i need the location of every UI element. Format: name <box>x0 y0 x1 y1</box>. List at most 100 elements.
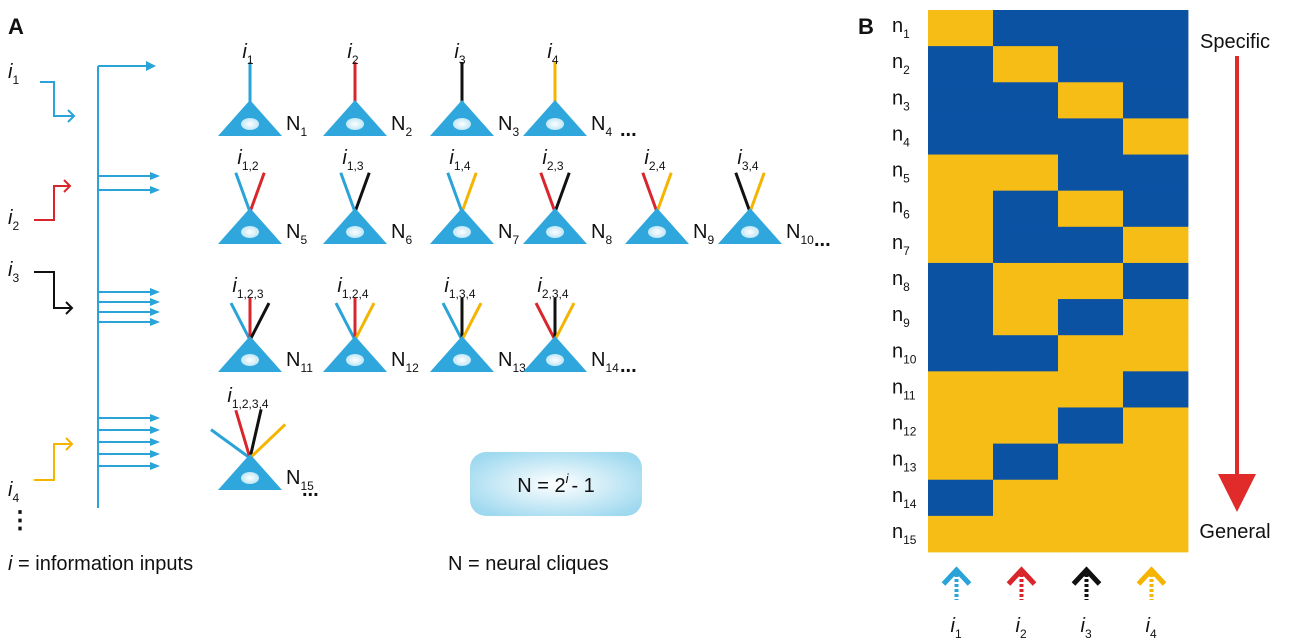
neuron-name: N6 <box>391 221 412 247</box>
input-arrow-2 <box>34 179 72 221</box>
neuron-name-sub: 6 <box>405 233 412 247</box>
heatmap-cell <box>993 407 1059 444</box>
neuron-nucleus <box>346 118 364 130</box>
row-label-n3-sub: 3 <box>903 99 910 113</box>
row-label-n6-sub: 6 <box>903 208 910 222</box>
neuron-nucleus <box>453 118 471 130</box>
neuron-name: N8 <box>591 221 612 247</box>
row-label-n8: n8 <box>892 268 910 294</box>
dendrite <box>641 172 659 213</box>
heatmap-cell <box>928 262 994 300</box>
heatmap-cell <box>1123 118 1189 155</box>
neuron-input-label-main: i <box>547 41 552 63</box>
neuron-input-label: i4 <box>547 41 558 67</box>
neuron-input-label-main: i <box>644 147 649 169</box>
neuron-nucleus <box>241 354 259 366</box>
neuron-name-sub: 8 <box>605 233 612 247</box>
neuron-name-sub: 7 <box>512 233 519 247</box>
column-arrow-1 <box>941 566 972 600</box>
neuron-name: N12 <box>391 349 419 375</box>
neuron-grid: i1N1i2N2i3N3i4N4i1,2N5i1,3N6i1,4N7i2,3N8… <box>210 41 814 493</box>
heatmap-cell <box>928 118 994 155</box>
heatmap-cell <box>928 299 994 336</box>
neuron-input-label-sub: 3,4 <box>742 159 759 173</box>
neuron-name: N2 <box>391 113 412 139</box>
neuron-input-label: i1,3,4 <box>444 275 475 301</box>
row-label-n8-main: n <box>892 268 903 290</box>
neuron-nucleus <box>648 226 666 238</box>
column-label-2: i2 <box>1016 615 1027 641</box>
row-label-n8-sub: 8 <box>903 280 910 294</box>
neuron-input-label: i2,3,4 <box>537 275 568 301</box>
neuron-input-label: i2,4 <box>644 147 665 173</box>
heatmap-cell <box>993 443 1059 481</box>
neuron-name-sub: 14 <box>605 361 619 375</box>
dendrite <box>248 302 271 341</box>
heatmap-cell <box>1058 335 1124 372</box>
formula-rhs: - 1 <box>571 475 594 497</box>
input-label-1-main: i <box>8 61 13 83</box>
row-label-n2-main: n <box>892 51 903 73</box>
heatmap-cell <box>1058 10 1124 47</box>
neuron-N6: i1,3N6 <box>323 147 412 247</box>
row-ellipsis: ... <box>620 119 637 141</box>
row-label-n9: n9 <box>892 304 910 330</box>
dendrite <box>334 302 357 341</box>
heatmap-cell <box>993 190 1059 228</box>
dendrite <box>539 172 557 213</box>
neuron-input-label-sub: 1,2,3,4 <box>232 397 269 411</box>
neuron-name-main: N <box>391 349 405 371</box>
neuron-name-sub: 5 <box>300 233 307 247</box>
neuron-name-main: N <box>286 467 300 489</box>
dendrite <box>248 423 287 460</box>
heatmap-cell <box>1123 46 1189 83</box>
input-label-3-main: i <box>8 259 13 281</box>
formula-box <box>470 452 642 516</box>
row-label-n9-main: n <box>892 304 903 326</box>
heatmap-cell <box>1123 226 1189 264</box>
row-label-n1-main: n <box>892 15 903 37</box>
neuron-input-label-main: i <box>347 41 352 63</box>
neuron-input-label: i1,2,4 <box>337 275 368 301</box>
row-label-n12-main: n <box>892 413 903 435</box>
heatmap-cell <box>993 515 1059 553</box>
neuron-input-label-sub: 1,3 <box>347 159 364 173</box>
row-label-n6: n6 <box>892 196 910 222</box>
panel-b-label: B <box>858 14 874 39</box>
neuron-name-sub: 13 <box>512 361 526 375</box>
dendrite <box>655 172 673 213</box>
bus-branch-arrowhead <box>150 414 160 422</box>
bus-branch-arrowhead <box>150 318 160 326</box>
heatmap-cell <box>1058 190 1124 228</box>
heatmap-cell <box>993 46 1059 83</box>
neuron-name: N10 <box>786 221 814 247</box>
row-label-n7: n7 <box>892 232 910 258</box>
row-label-n3-main: n <box>892 87 903 109</box>
neuron-N5: i1,2N5 <box>218 147 307 247</box>
column-label-4-sub: 4 <box>1150 627 1157 641</box>
heatmap-cell <box>993 299 1059 336</box>
heatmap-cell <box>1123 262 1189 300</box>
neuron-input-label: i1,3 <box>342 147 363 173</box>
row-label-n14-sub: 14 <box>903 497 917 511</box>
neuron-N8: i2,3N8 <box>523 147 612 247</box>
heatmap-cell <box>993 118 1059 155</box>
row-label-n14-main: n <box>892 485 903 507</box>
dendrite <box>229 302 252 341</box>
input-legend: i = information inputs <box>8 553 193 575</box>
dendrite <box>460 172 478 213</box>
input-legend-text: = information inputs <box>12 553 193 575</box>
input-label-4: i4 <box>8 479 19 505</box>
neuron-input-label-sub: 1,3,4 <box>449 287 476 301</box>
neuron-name: N15 <box>286 467 314 493</box>
neuron-input-label-sub: 2,3,4 <box>542 287 569 301</box>
heatmap-cell <box>993 82 1059 119</box>
neuron-name-main: N <box>286 221 300 243</box>
bus-branch-arrowhead <box>150 308 160 316</box>
row-label-n5-main: n <box>892 160 903 182</box>
